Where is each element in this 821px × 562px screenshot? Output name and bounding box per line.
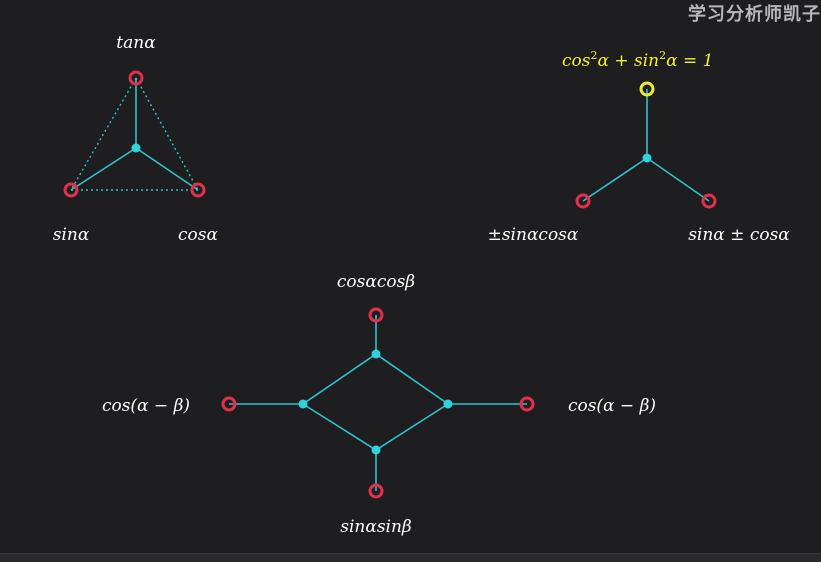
- identity-center-junction: [642, 153, 652, 163]
- identity-edge-left: [582, 157, 648, 202]
- diamond-node-left: [221, 396, 237, 412]
- triangle-dotted-right: [135, 77, 199, 191]
- watermark: 学习分析师凯子: [688, 4, 821, 25]
- triangle-group: tanα sinα cosα: [53, 33, 219, 245]
- bottom-bar: [0, 553, 821, 562]
- diamond-junction-top: [371, 349, 381, 359]
- triangle-edge-right: [135, 147, 199, 191]
- identity-label-top: cos2α + sin2α = 1: [562, 49, 714, 71]
- diamond-rhombus: [301, 353, 450, 451]
- identity-edge-right: [646, 157, 710, 202]
- diamond-label-bottom: sinαsinβ: [340, 517, 412, 537]
- identity-label-cos: cos: [562, 51, 591, 71]
- diamond-label-left: cos(α − β): [102, 396, 190, 416]
- identity-label-end: α = 1: [666, 51, 713, 71]
- identity-label-sup1: 2: [590, 49, 597, 62]
- triangle-node-cos: [190, 182, 206, 198]
- triangle-label-sin: sinα: [53, 225, 90, 245]
- diamond-label-right: cos(α − β): [568, 396, 656, 416]
- diamond-node-bottom: [368, 483, 384, 499]
- identity-node-right: [701, 193, 717, 209]
- identity-label-sup2: 2: [659, 49, 666, 62]
- diamond-junction-bottom: [371, 445, 381, 455]
- triangle-node-tan: [128, 70, 144, 86]
- triangle-node-sin: [63, 182, 79, 198]
- diamond-group: cosαcosβ sinαsinβ cos(α − β) cos(α − β): [102, 272, 656, 537]
- identity-label-mid: α + sin: [597, 51, 659, 71]
- diamond-node-top: [368, 307, 384, 323]
- triangle-edge-left: [70, 147, 137, 191]
- diamond-label-top: cosαcosβ: [337, 272, 415, 292]
- identity-label-right: sinα ± cosα: [688, 225, 790, 245]
- triangle-dotted-left: [70, 77, 137, 191]
- triangle-label-tan: tanα: [116, 33, 156, 53]
- identity-group: cos2α + sin2α = 1 ±sinαcosα sinα ± cosα: [488, 49, 791, 245]
- diamond-junction-right: [443, 399, 453, 409]
- identity-node-left: [575, 193, 591, 209]
- diamond-node-right: [519, 396, 535, 412]
- identity-node-top: [639, 81, 655, 97]
- triangle-label-cos: cosα: [178, 225, 218, 245]
- diamond-junction-left: [298, 399, 308, 409]
- triangle-center-junction: [131, 143, 141, 153]
- identity-label-left: ±sinαcosα: [488, 225, 579, 245]
